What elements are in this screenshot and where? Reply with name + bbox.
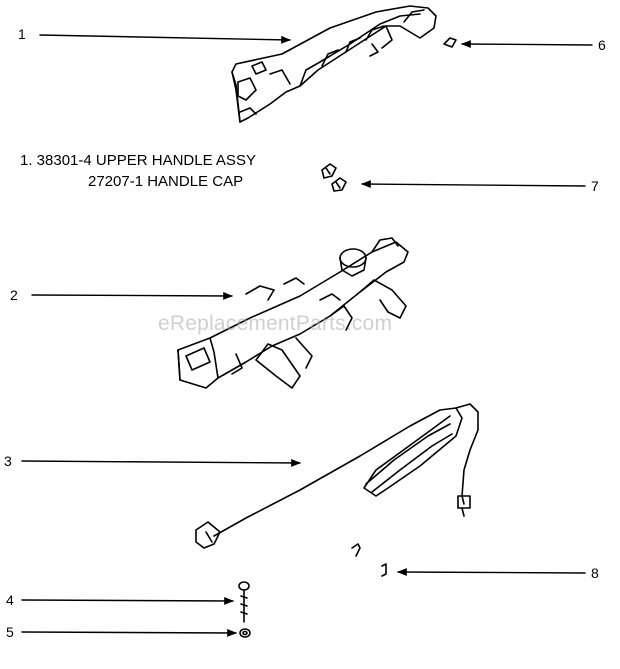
callout-5: 5	[6, 624, 14, 640]
leader-6	[461, 40, 593, 48]
upper-handle-assy	[231, 5, 437, 123]
leader-8	[397, 568, 586, 576]
leader-3	[21, 459, 301, 467]
callout-8: 8	[591, 565, 599, 581]
callout-7: 7	[591, 178, 599, 194]
leader-7	[361, 180, 586, 188]
part-7-handle-caps	[321, 163, 347, 192]
callout-3: 3	[4, 453, 12, 469]
leader-1	[39, 34, 291, 44]
watermark: eReplacementParts.com	[158, 312, 393, 335]
part-3-cord	[195, 403, 479, 549]
callout-1: 1	[18, 26, 26, 42]
callout-2: 2	[10, 287, 18, 303]
part-2-lower-handle	[177, 237, 409, 389]
leader-5	[21, 629, 237, 637]
leader-lines	[21, 34, 593, 637]
part-8-small-parts	[351, 543, 387, 577]
parts-list-line-1: 1. 38301-4 UPPER HANDLE ASSY	[20, 152, 256, 169]
leader-4	[21, 597, 234, 605]
part-6-clip	[443, 37, 457, 48]
part-5-nut	[239, 628, 251, 638]
parts-list-line-2: 27207-1 HANDLE CAP	[88, 173, 244, 190]
callout-4: 4	[6, 592, 14, 608]
leader-2	[31, 292, 233, 300]
callout-6: 6	[598, 37, 606, 53]
part-4-screw	[238, 581, 250, 623]
